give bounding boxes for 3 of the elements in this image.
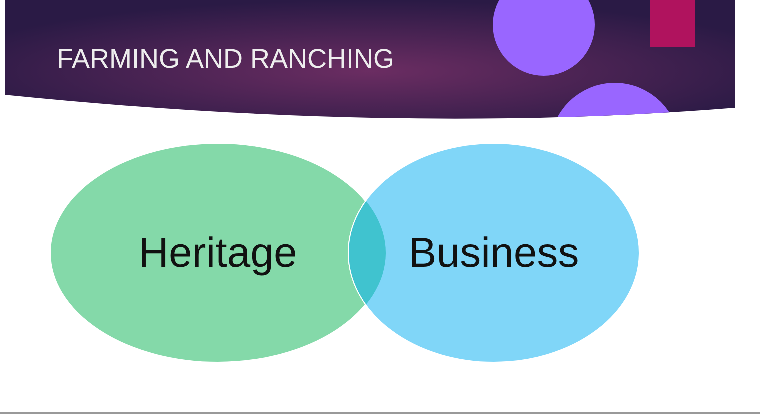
circle-label: Heritage [138,229,298,277]
circle-label: Business [408,229,580,277]
slide-title: FARMING AND RANCHING [57,44,395,75]
